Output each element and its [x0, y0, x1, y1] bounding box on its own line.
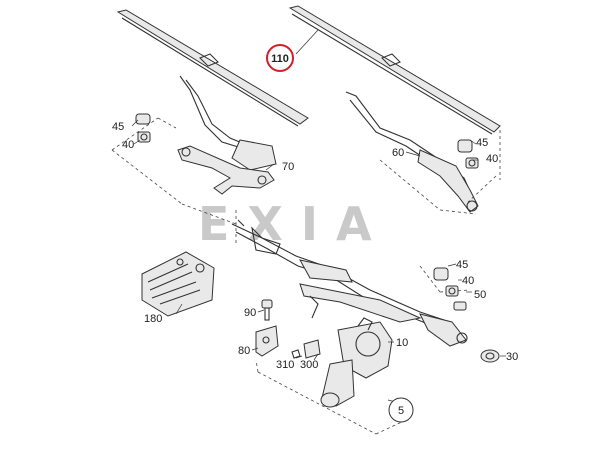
part-label-180[interactable]: 180 [144, 313, 162, 325]
part-label-45-right-lower[interactable]: 45 [456, 259, 468, 271]
part-label-45-left[interactable]: 45 [112, 121, 124, 133]
group-boundary-right [379, 130, 501, 215]
group-boundary-motor [255, 359, 407, 435]
right-wiper-blade[interactable] [288, 5, 501, 135]
part-label-40-right-lower[interactable]: 40 [462, 275, 474, 287]
highlight-circle [266, 44, 294, 72]
part-label-90[interactable]: 90 [244, 307, 256, 319]
cap-nut-left[interactable] [135, 113, 151, 143]
wiper-motor[interactable] [320, 317, 393, 408]
motor-connector[interactable] [291, 339, 321, 359]
group-boundary-left [111, 117, 237, 225]
right-wiper-arm[interactable] [345, 91, 479, 213]
part-label-110[interactable]: 110 [271, 53, 289, 65]
part-label-80[interactable]: 80 [238, 345, 250, 357]
part-label-300[interactable]: 300 [300, 359, 318, 371]
part-label-60[interactable]: 60 [392, 147, 404, 159]
part-label-40-right-upper[interactable]: 40 [486, 153, 498, 165]
part-label-5[interactable]: 5 [398, 405, 404, 417]
part-label-40-left[interactable]: 40 [122, 139, 134, 151]
assembly-circle [388, 397, 414, 423]
part-label-50[interactable]: 50 [474, 289, 486, 301]
cap-nut-right-upper[interactable] [457, 139, 479, 169]
part-label-30[interactable]: 30 [506, 351, 518, 363]
mount-bracket[interactable] [255, 325, 279, 357]
wiper-linkage[interactable] [231, 219, 468, 347]
left-wiper-arm[interactable] [179, 75, 277, 171]
group-boundary-linkage [235, 210, 471, 293]
bolt-part[interactable] [261, 299, 273, 321]
left-wiper-blade[interactable] [116, 9, 309, 127]
arm-lever[interactable] [177, 145, 275, 195]
part-label-10[interactable]: 10 [396, 337, 408, 349]
cap-nut-right-lower[interactable] [433, 267, 467, 311]
control-unit-bracket[interactable] [141, 251, 215, 317]
part-label-310[interactable]: 310 [276, 359, 294, 371]
exia-watermark: EXIA [198, 197, 390, 251]
grommet-part[interactable] [480, 349, 500, 363]
part-label-45-right-upper[interactable]: 45 [476, 137, 488, 149]
part-label-70[interactable]: 70 [282, 161, 294, 173]
